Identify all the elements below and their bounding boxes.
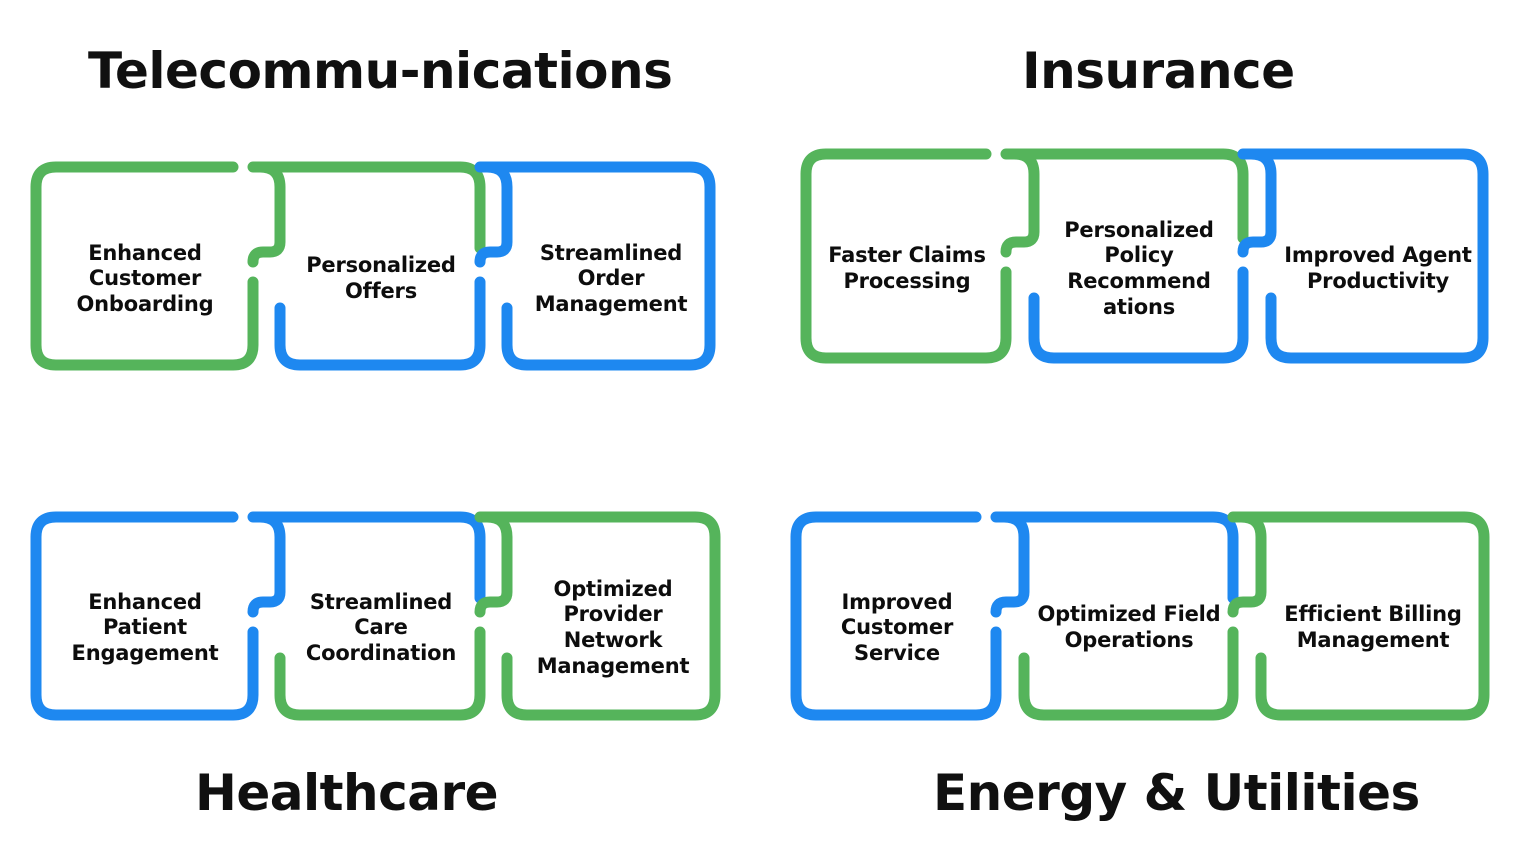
node-shape-2-lower[interactable]: [1018, 626, 1239, 721]
step-connector-1-2: [1000, 148, 1040, 258]
section-title-insurance: Insurance: [1022, 42, 1295, 100]
node-shape-1[interactable]: [790, 511, 1002, 721]
node-shape-2-lower[interactable]: [1028, 266, 1249, 364]
step-connector-1-2: [247, 161, 286, 268]
node-shape-2-upper[interactable]: [254, 511, 486, 604]
node-shape-3[interactable]: [481, 161, 716, 371]
node-shape-3[interactable]: [481, 511, 721, 721]
node-shape-1[interactable]: [800, 148, 1012, 364]
chain-telecommunications: Enhanced Customer Onboarding Personalize…: [20, 140, 720, 380]
chain-healthcare: Enhanced Patient Engagement Streamlined …: [20, 492, 721, 732]
node-shape-1[interactable]: [30, 161, 259, 371]
section-title-healthcare: Healthcare: [195, 764, 499, 822]
chain-insurance: Faster Claims Processing Personalized Po…: [790, 130, 1500, 380]
node-shape-2-upper[interactable]: [254, 161, 486, 254]
section-title-telecommunications: Telecommu-nications: [88, 42, 673, 100]
node-shape-2-lower[interactable]: [274, 626, 486, 721]
node-shape-2-upper[interactable]: [998, 511, 1239, 604]
node-shape-1[interactable]: [30, 511, 259, 721]
step-connector-1-2: [990, 511, 1030, 618]
node-shape-2-upper[interactable]: [1008, 148, 1249, 244]
node-shape-3[interactable]: [1235, 511, 1490, 721]
chain-energy-utilities: Improved Customer Service Optimized Fiel…: [780, 492, 1490, 732]
node-shape-2-lower[interactable]: [274, 276, 486, 371]
node-shape-3[interactable]: [1245, 148, 1489, 364]
step-connector-1-2: [247, 511, 286, 618]
section-title-energy-utilities: Energy & Utilities: [933, 764, 1420, 822]
